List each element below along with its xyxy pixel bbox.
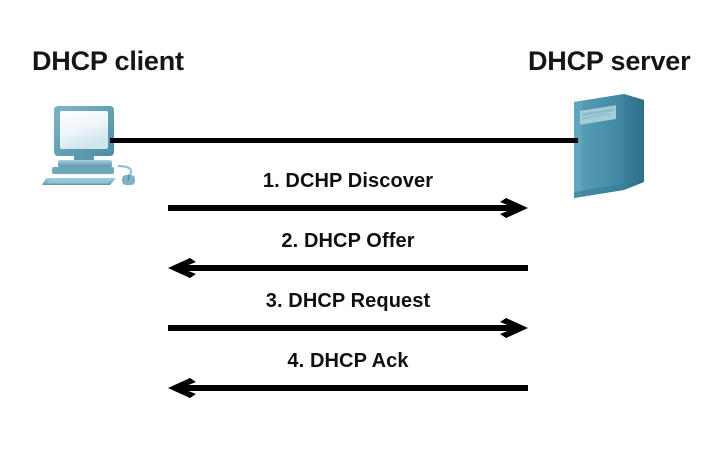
network-link-line	[110, 138, 578, 143]
arrow-right-3	[162, 316, 534, 342]
server-title: DHCP server	[528, 46, 691, 76]
message-label-4: 4. DHCP Ack	[287, 350, 409, 372]
message-row-4: 4. DHCP Ack	[162, 350, 534, 402]
arrow-right-1	[162, 196, 534, 222]
message-row-1: 1. DCHP Discover	[162, 170, 534, 222]
server-tower-icon	[566, 86, 652, 200]
desktop-computer-icon	[40, 104, 144, 186]
client-title: DHCP client	[32, 46, 184, 76]
arrow-left-2	[162, 256, 534, 282]
message-label-3: 3. DHCP Request	[265, 290, 431, 312]
message-row-2: 2. DHCP Offer	[162, 230, 534, 282]
message-label-2: 2. DHCP Offer	[281, 230, 415, 252]
arrow-left-4	[162, 376, 534, 402]
message-row-3: 3. DHCP Request	[162, 290, 534, 342]
message-label-1: 1. DCHP Discover	[262, 170, 434, 192]
